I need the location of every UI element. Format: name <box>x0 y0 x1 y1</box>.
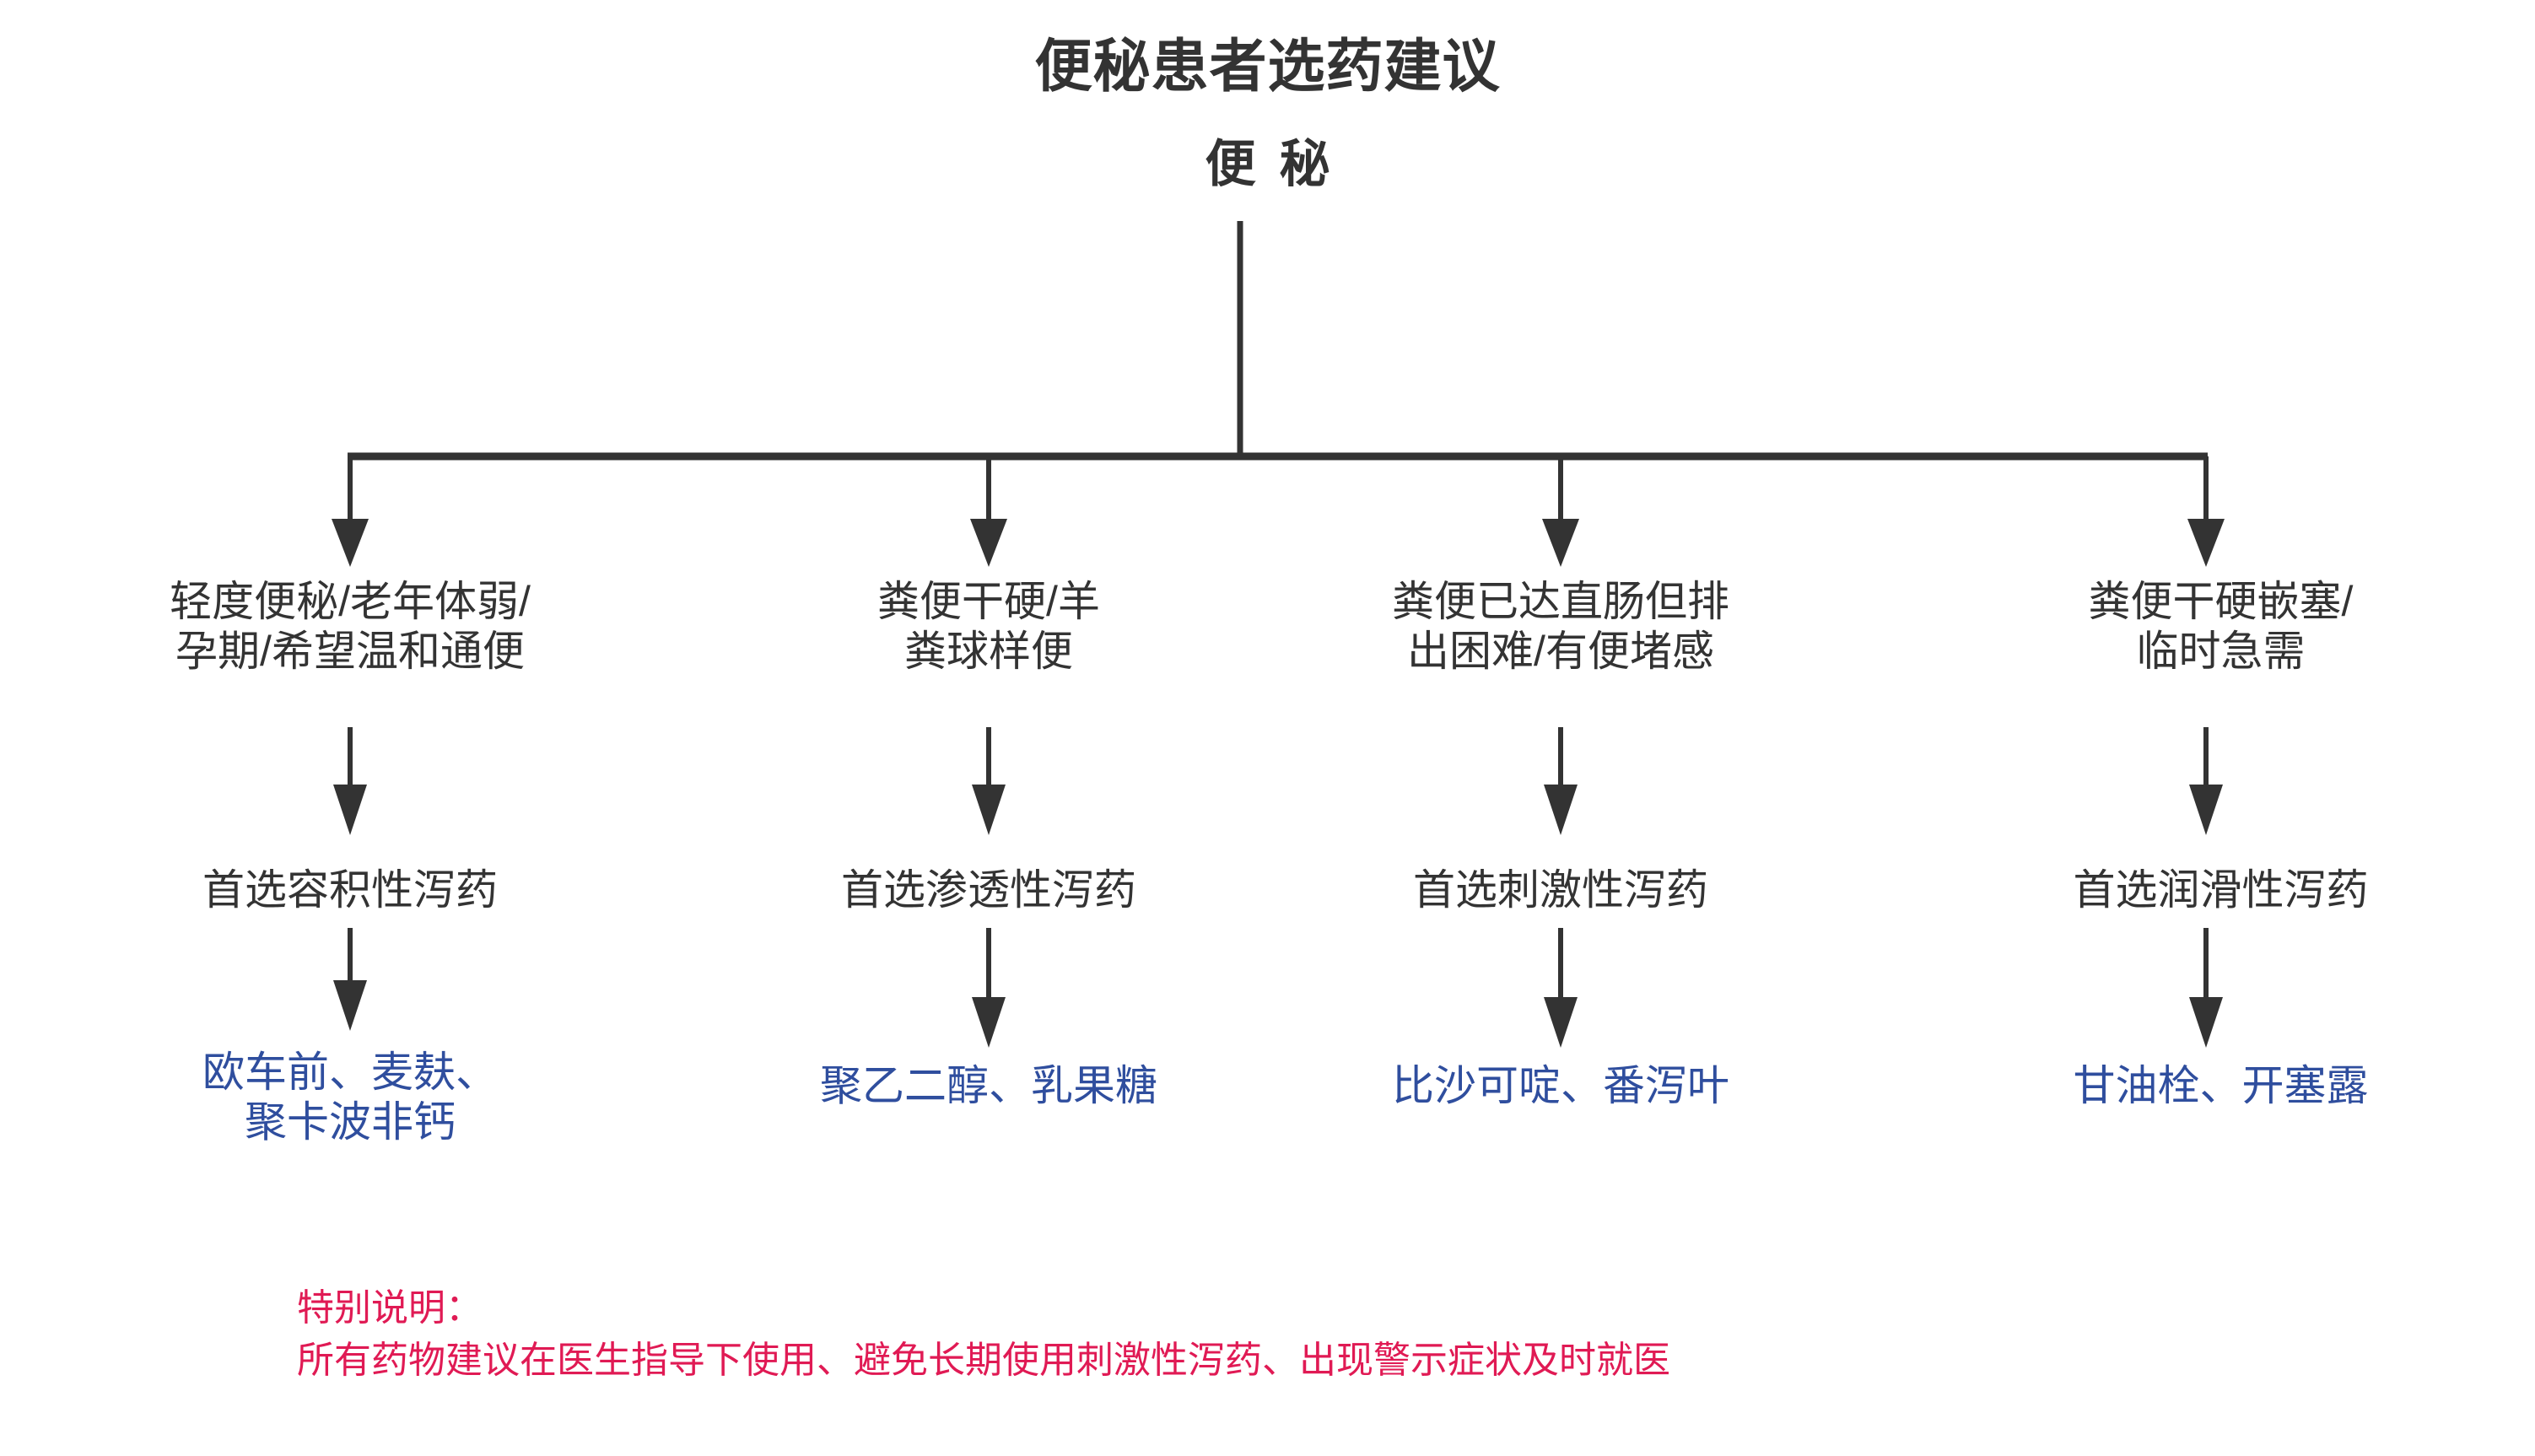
condition-node-4: 粪便干硬嵌塞/ 临时急需 <box>1894 577 2535 677</box>
drug-class-node-3-label: 首选刺激性泻药 <box>1413 866 1708 914</box>
drug-class-node-4: 首选润滑性泻药 <box>1894 866 2535 915</box>
arrowhead-col-4-drugs <box>2189 997 2223 1048</box>
drug-class-node-1: 首选容积性泻药 <box>17 866 683 915</box>
condition-node-2-line2: 粪球样便 <box>904 628 1073 675</box>
condition-node-4-line1: 粪便干硬嵌塞/ <box>2088 578 2354 625</box>
arrowhead-col-1-drugs <box>333 980 367 1031</box>
drug-node-3: 比沙可啶、番泻叶 <box>1249 1061 1873 1111</box>
condition-node-3-line1: 粪便已达直肠但排 <box>1392 578 1729 625</box>
root-node-label-part2: 秘 <box>1279 136 1330 192</box>
drug-node-4: 甘油栓、开塞露 <box>1894 1061 2535 1111</box>
root-node-label-part1: 便 <box>1205 136 1256 192</box>
drug-class-node-2-label: 首选渗透性泻药 <box>841 866 1136 914</box>
condition-node-3: 粪便已达直肠但排 出困难/有便堵感 <box>1249 577 1873 677</box>
drug-class-node-4-label: 首选润滑性泻药 <box>2073 866 2369 914</box>
drug-class-node-1-label: 首选容积性泻药 <box>202 866 498 914</box>
condition-node-2-line1: 粪便干硬/羊 <box>877 578 1100 625</box>
drug-node-1: 欧车前、麦麸、 聚卡波非钙 <box>17 1048 683 1147</box>
arrowhead-col-2-drugs <box>972 997 1006 1048</box>
drug-node-1-line2: 聚卡波非钙 <box>245 1098 456 1146</box>
arrowhead-col-2-class <box>972 785 1006 835</box>
root-node: 便秘 <box>0 137 2535 192</box>
arrowhead-col-3-drugs <box>1544 997 1578 1048</box>
condition-node-1-line2: 孕期/希望温和通便 <box>175 628 525 675</box>
drug-node-3-line1: 比沙可啶、番泻叶 <box>1392 1062 1729 1109</box>
special-note: 特别说明： 所有药物建议在医生指导下使用、避免长期使用刺激性泻药、出现警示症状及… <box>297 1282 2389 1388</box>
drug-node-1-line1: 欧车前、麦麸、 <box>202 1049 498 1096</box>
special-note-heading: 特别说明： <box>297 1287 483 1329</box>
arrowhead-branch-2 <box>970 519 1007 567</box>
condition-node-1-line1: 轻度便秘/老年体弱/ <box>170 578 531 625</box>
arrowhead-col-4-class <box>2189 785 2223 835</box>
drug-node-2-line1: 聚乙二醇、乳果糖 <box>820 1062 1157 1109</box>
arrowhead-branch-1 <box>332 519 369 567</box>
arrowhead-branch-3 <box>1542 519 1579 567</box>
drug-class-node-3: 首选刺激性泻药 <box>1249 866 1873 915</box>
arrowhead-branch-4 <box>2187 519 2225 567</box>
page-title: 便秘患者选药建议 <box>1034 35 1501 99</box>
drug-class-node-2: 首选渗透性泻药 <box>666 866 1311 915</box>
arrowhead-col-1-class <box>333 785 367 835</box>
condition-node-4-line2: 临时急需 <box>2136 628 2306 675</box>
special-note-body: 所有药物建议在医生指导下使用、避免长期使用刺激性泻药、出现警示症状及时就医 <box>297 1340 1670 1382</box>
drug-node-2: 聚乙二醇、乳果糖 <box>666 1061 1311 1111</box>
condition-node-2: 粪便干硬/羊 粪球样便 <box>666 577 1311 677</box>
drug-node-4-line1: 甘油栓、开塞露 <box>2073 1062 2369 1109</box>
condition-node-1: 轻度便秘/老年体弱/ 孕期/希望温和通便 <box>17 577 683 677</box>
condition-node-3-line2: 出困难/有便堵感 <box>1407 628 1714 675</box>
arrowhead-col-3-class <box>1544 785 1578 835</box>
